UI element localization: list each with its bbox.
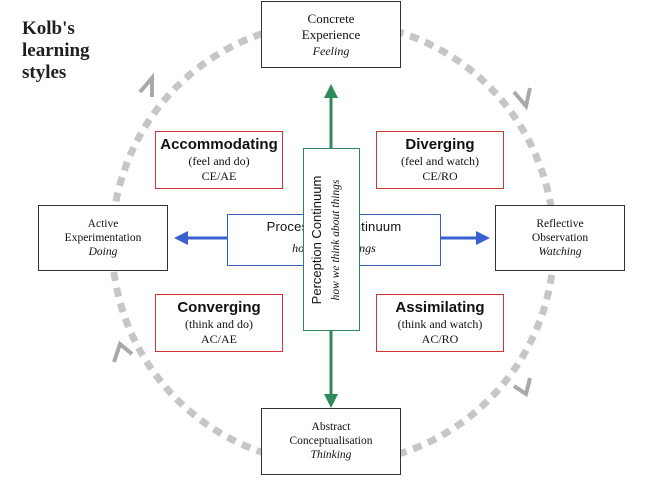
diverging-box: Diverging (feel and watch) CE/RO	[376, 131, 504, 189]
accommodating-box: Accommodating (feel and do) CE/AE	[155, 131, 283, 189]
accommodating-label: Accommodating	[160, 136, 278, 153]
perception-arrowhead-down	[324, 394, 338, 408]
diverging-label: Diverging	[405, 136, 475, 153]
perception-continuum-subtitle: how we think about things	[329, 179, 342, 300]
perception-continuum-title: Perception Continuum	[308, 175, 324, 304]
accommodating-description: (feel and do)	[188, 154, 250, 168]
diagram-title: Kolb's learning styles	[22, 18, 90, 83]
perception-continuum-box: Perception Continuum how we think about …	[303, 148, 360, 331]
converging-code: AC/AE	[201, 332, 237, 346]
assimilating-label: Assimilating	[395, 299, 485, 316]
cycle-arrow-bottom-left	[112, 340, 134, 363]
cycle-arrow-top-left	[138, 72, 154, 97]
concrete-experience-box: Concrete Experience Feeling	[261, 1, 401, 68]
assimilating-code: AC/RO	[421, 332, 459, 346]
accommodating-code: CE/AE	[201, 169, 237, 183]
assimilating-box: Assimilating (think and watch) AC/RO	[376, 294, 504, 352]
abstract-conceptualisation-box: Abstract Conceptualisation Thinking	[261, 408, 401, 475]
assimilating-description: (think and watch)	[397, 317, 483, 331]
converging-box: Converging (think and do) AC/AE	[155, 294, 283, 352]
perception-continuum-text: Perception Continuum how we think about …	[307, 152, 357, 328]
processing-arrowhead-left	[174, 231, 188, 245]
active-experimentation-verb: Doing	[88, 245, 118, 258]
reflective-observation-box: Reflective Observation Watching	[495, 205, 625, 271]
abstract-conceptualisation-label: Abstract Conceptualisation	[289, 421, 373, 447]
concrete-experience-label: Concrete Experience	[301, 10, 361, 42]
concrete-experience-verb: Feeling	[312, 43, 350, 58]
converging-label: Converging	[177, 299, 261, 316]
diverging-code: CE/RO	[422, 169, 458, 183]
active-experimentation-box: Active Experimentation Doing	[38, 205, 168, 271]
processing-arrowhead-right	[476, 231, 490, 245]
active-experimentation-label: Active Experimentation	[64, 217, 142, 244]
converging-description: (think and do)	[185, 317, 253, 331]
abstract-conceptualisation-verb: Thinking	[310, 449, 352, 461]
diverging-description: (feel and watch)	[401, 154, 479, 168]
perception-arrowhead-up	[324, 84, 338, 98]
reflective-observation-verb: Watching	[538, 245, 582, 258]
cycle-arrow-bottom-right	[512, 377, 532, 398]
reflective-observation-label: Reflective Observation	[531, 217, 589, 244]
cycle-arrow-top-right	[512, 87, 532, 111]
